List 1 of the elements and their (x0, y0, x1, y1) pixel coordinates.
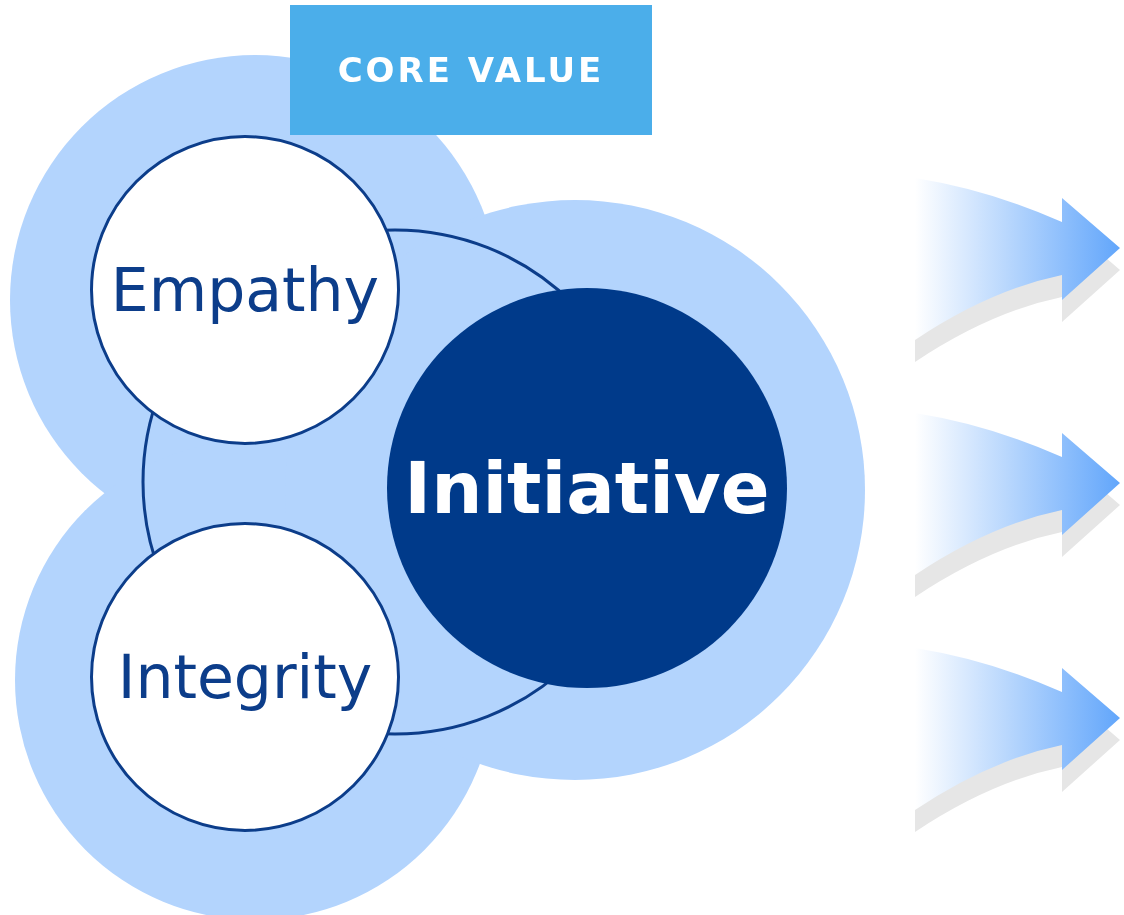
heading-banner: CORE VALUE (290, 5, 652, 135)
